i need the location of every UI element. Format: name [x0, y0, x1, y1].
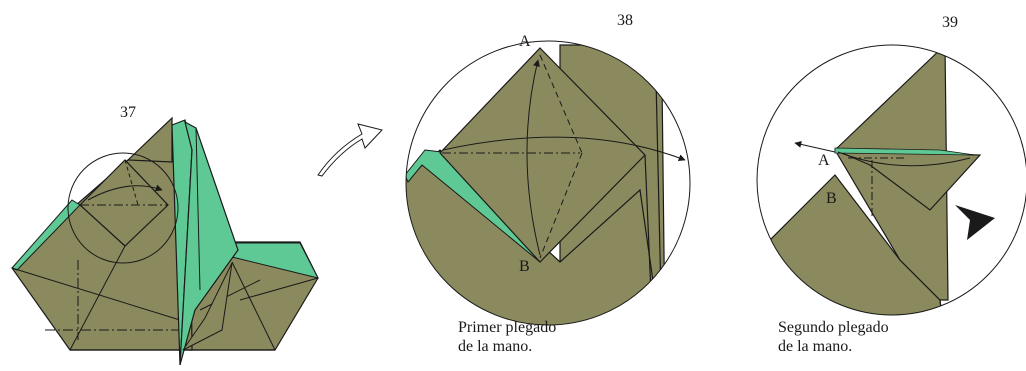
caption-39-line1: Segundo plegado	[778, 319, 889, 336]
caption-38-line2: de la mano.	[458, 338, 533, 355]
caption-step-39: Segundo plegado de la mano.	[778, 318, 889, 356]
curved-arrow-icon	[317, 123, 383, 177]
point-a-38: A	[519, 33, 531, 50]
crease-39-edge	[939, 299, 946, 315]
step-number-39: 39	[942, 14, 958, 31]
step-number-38: 38	[617, 12, 633, 29]
step-38: A B 38	[405, 12, 691, 326]
paper-top-triangle	[126, 116, 173, 163]
zoom-circle	[67, 152, 179, 264]
paper-38-diamond	[439, 47, 646, 263]
caption-38-line1: Primer plegado	[458, 319, 557, 336]
step-39: A B 39	[756, 14, 1026, 316]
valley-fold-38b	[539, 152, 583, 259]
zoom-circle-38	[405, 40, 691, 326]
push-arrowhead-icon	[955, 205, 995, 240]
zoom-circle-39	[756, 44, 1026, 316]
point-a-39: A	[818, 152, 830, 169]
crease-flap	[195, 127, 201, 291]
crease-body-diag2	[11, 267, 181, 321]
valley-fold-38a	[539, 54, 583, 154]
fold-arrow-38-vertical	[526, 59, 541, 256]
step-37: 37	[11, 104, 319, 366]
crease-body-diag1	[69, 245, 126, 351]
fold-arrow-icon	[87, 184, 163, 201]
fold-arrow-38-horizontal	[442, 136, 686, 162]
crease-right-diag	[231, 261, 276, 351]
caption-step-38: Primer plegado de la mano.	[458, 318, 556, 356]
fold-arrow-39-curve	[837, 151, 971, 167]
step-number-37: 37	[120, 104, 136, 121]
paper-39-green-strip	[834, 147, 976, 156]
point-b-39: B	[826, 190, 837, 207]
paper-dark-flap	[182, 262, 233, 351]
crease-right-diag2	[199, 279, 261, 311]
point-b-38: B	[519, 258, 530, 275]
valley-fold-37b	[124, 159, 139, 206]
fold-arrow-39	[794, 140, 836, 153]
crease-right-mid	[239, 277, 319, 301]
caption-39-line2: de la mano.	[778, 338, 853, 355]
